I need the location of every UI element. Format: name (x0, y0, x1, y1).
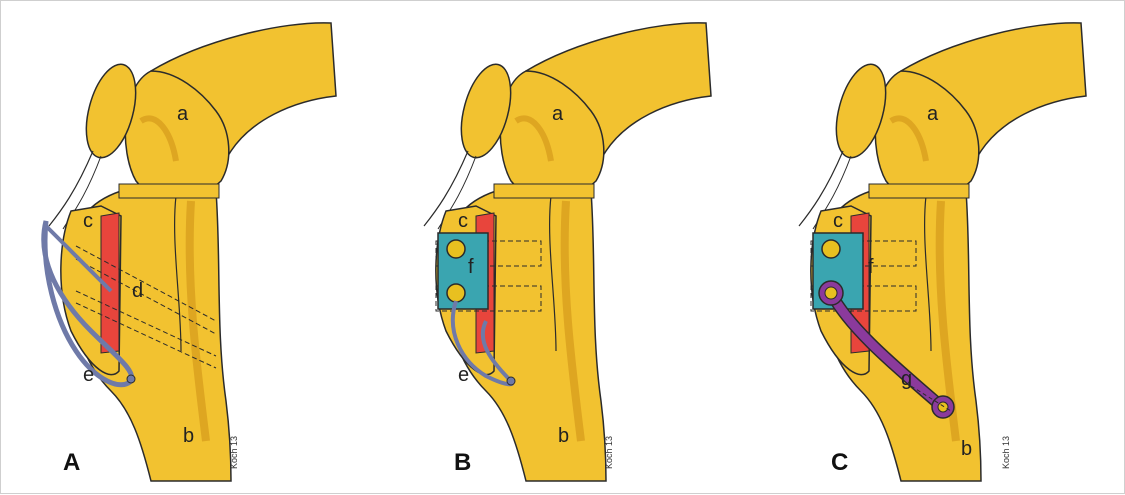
knee-illustration-a (1, 1, 376, 495)
label-tuberosity: c (833, 211, 843, 231)
label-rod: g (901, 369, 912, 389)
knee-illustration-b (376, 1, 751, 495)
label-drill-tract: d (132, 281, 143, 301)
label-tibia: b (183, 426, 194, 446)
panel-c: a c f g b C Koch 13 (751, 1, 1125, 495)
panel-a: a c d e b A Koch 13 (1, 1, 376, 495)
panel-b: a c f e b B Koch 13 (376, 1, 751, 495)
panel-letter-c: C (831, 451, 848, 475)
label-plate: f (468, 257, 474, 277)
artist-signature: Koch 13 (604, 436, 614, 469)
label-wire: e (83, 365, 94, 385)
panel-letter-b: B (454, 451, 471, 475)
panel-letter-a: A (63, 451, 80, 475)
label-tibia: b (961, 439, 972, 459)
artist-signature: Koch 13 (229, 436, 239, 469)
label-femur: a (177, 104, 188, 124)
label-wire: e (458, 365, 469, 385)
label-tuberosity: c (458, 211, 468, 231)
label-tibia: b (558, 426, 569, 446)
label-femur: a (552, 104, 563, 124)
artist-signature: Koch 13 (1001, 436, 1011, 469)
label-femur: a (927, 104, 938, 124)
knee-illustration-c (751, 1, 1125, 495)
label-tuberosity: c (83, 211, 93, 231)
label-plate: f (868, 257, 874, 277)
